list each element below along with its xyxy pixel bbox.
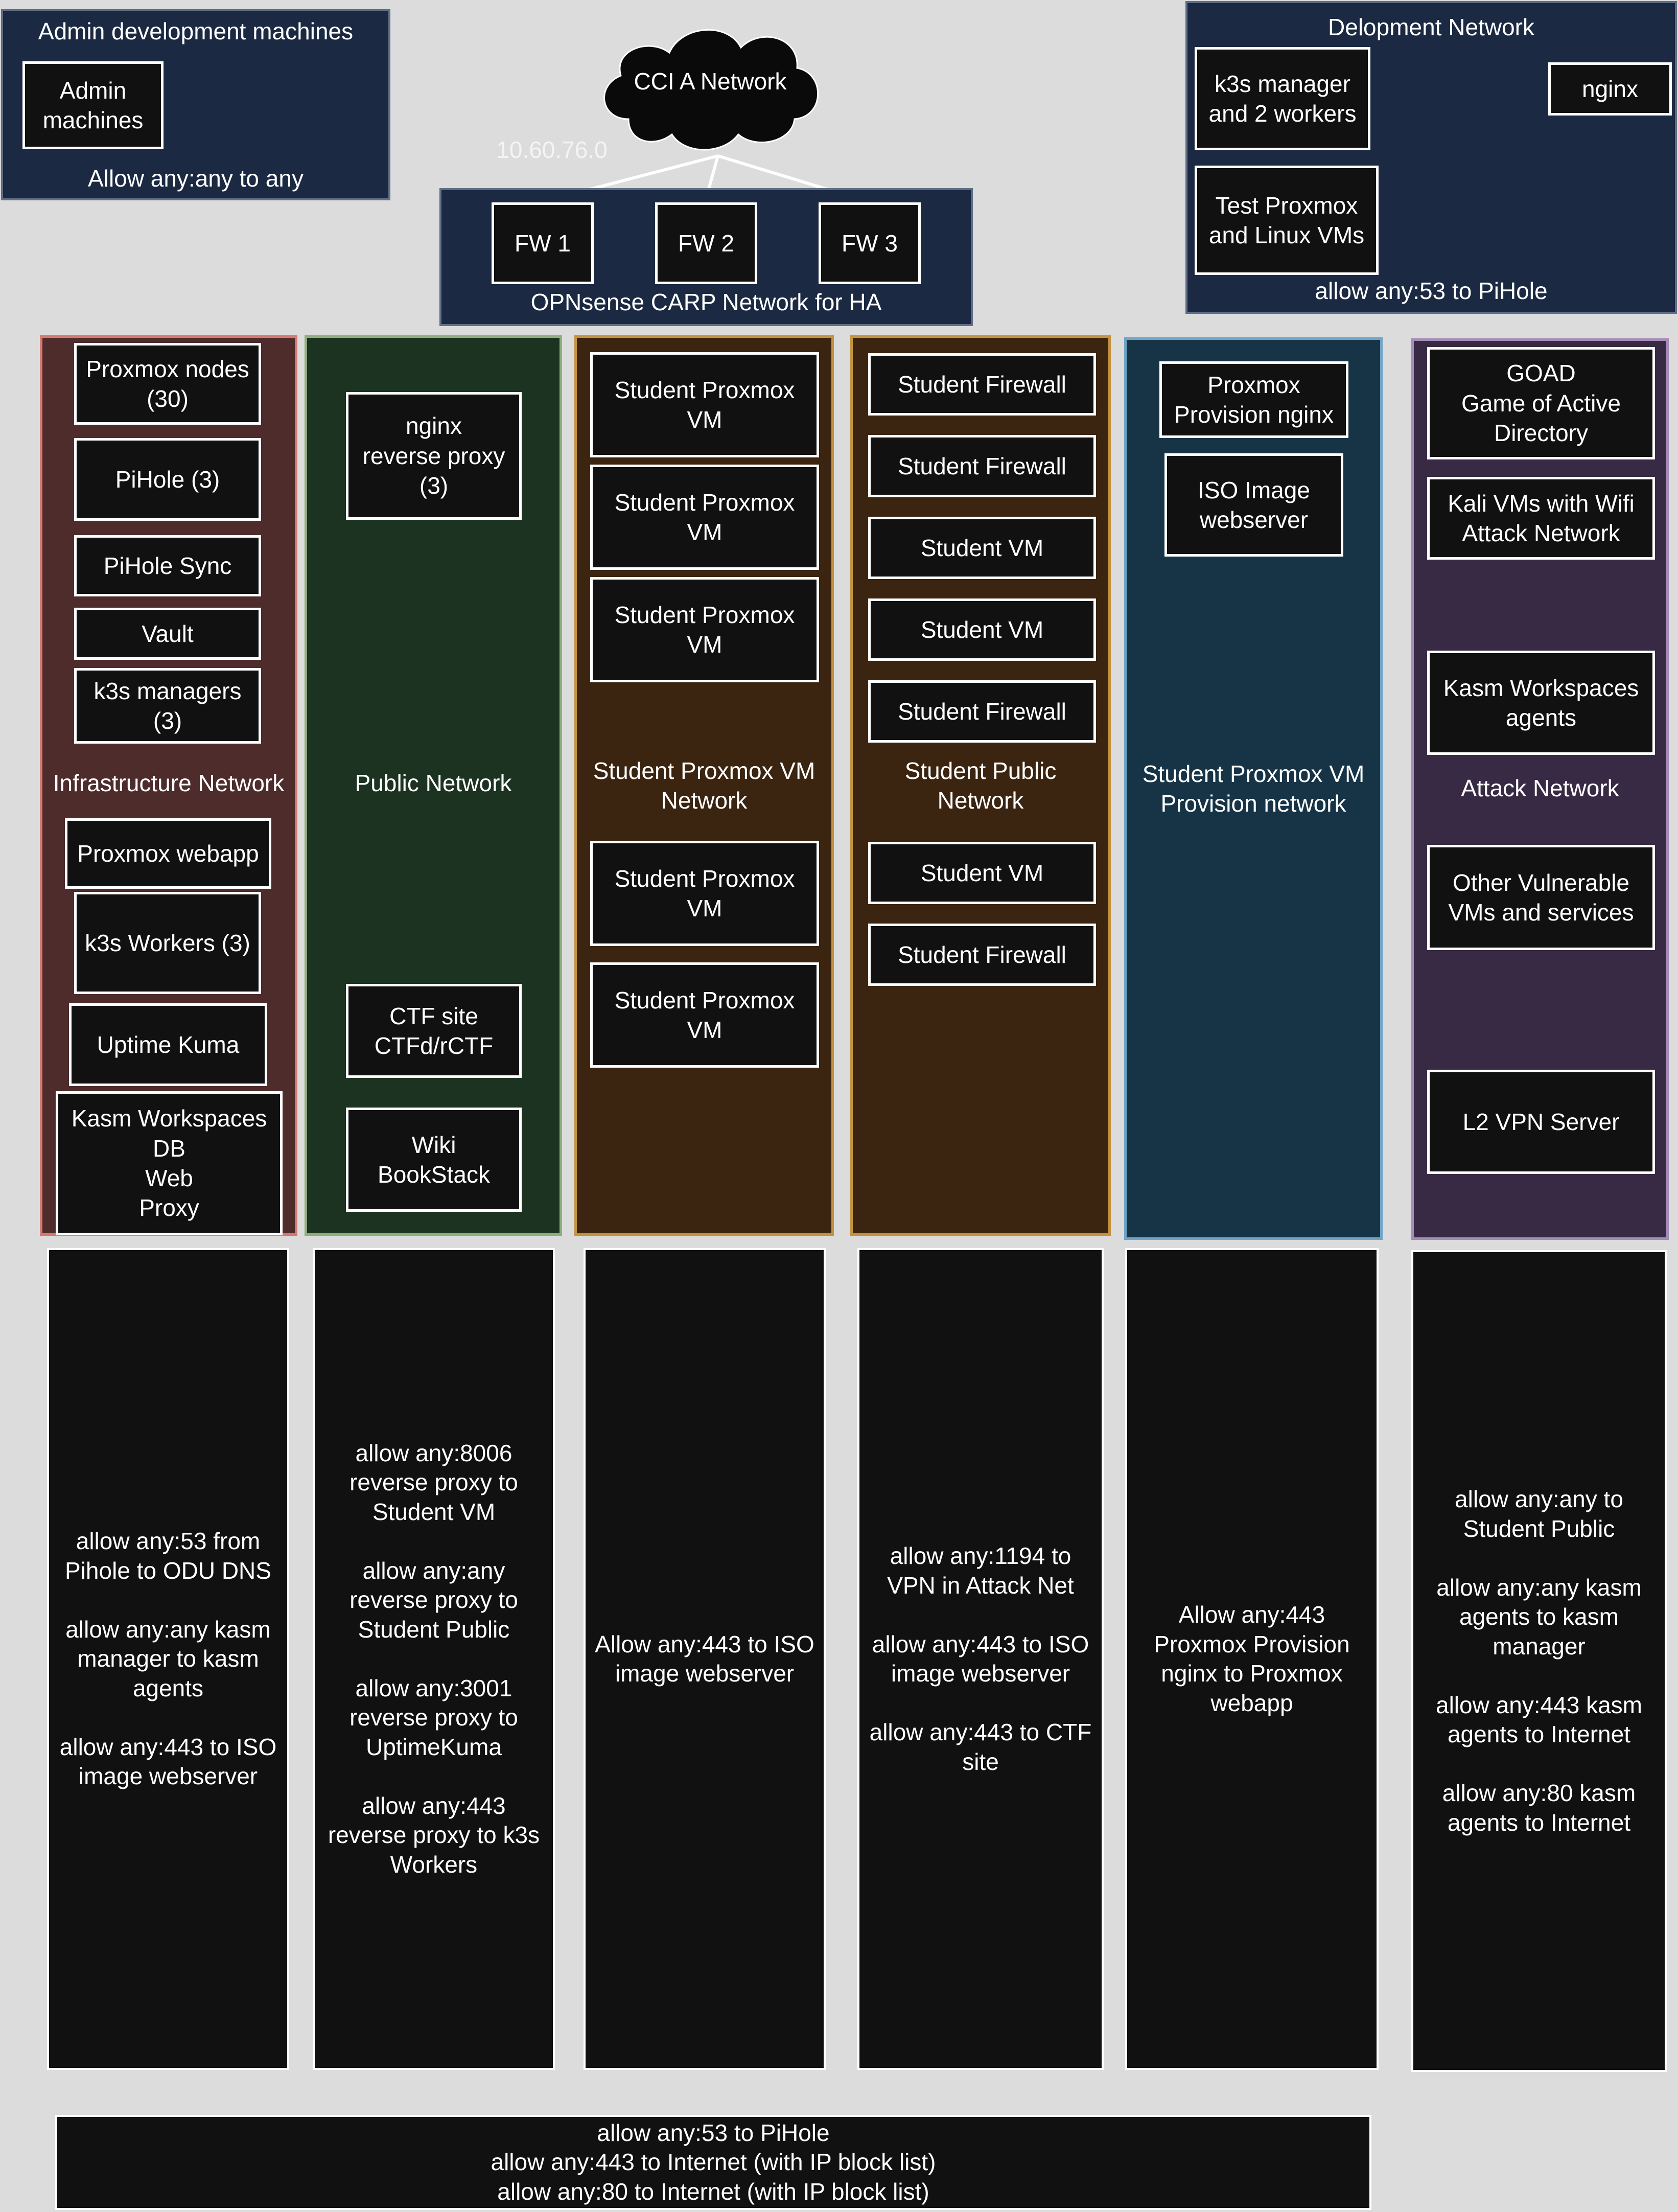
infra-pihole[interactable]: PiHole (3) xyxy=(74,438,261,521)
fw1-box[interactable]: FW 1 xyxy=(492,202,594,284)
public-network-panel: nginx reverse proxy (3) Public Network C… xyxy=(305,335,562,1236)
iso-image-webserver[interactable]: ISO Image webserver xyxy=(1164,453,1343,557)
public-network-label: Public Network xyxy=(355,770,512,796)
infra-network-panel: Proxmox nodes (30) PiHole (3) PiHole Syn… xyxy=(40,335,297,1236)
student-vm-rules: Allow any:443 to ISO image webserver xyxy=(584,1248,826,2070)
student-proxmox-vm-2[interactable]: Student Proxmox VM xyxy=(590,465,819,570)
global-rules: allow any:53 to PiHole allow any:443 to … xyxy=(55,2115,1371,2210)
fw3-box[interactable]: FW 3 xyxy=(819,202,921,284)
cloud-icon xyxy=(603,29,819,151)
public-ctf-site[interactable]: CTF site CTFd/rCTF xyxy=(346,984,522,1078)
attack-other-vulnerable-vms[interactable]: Other Vulnerable VMs and services xyxy=(1427,845,1655,950)
attack-goad[interactable]: GOAD Game of Active Directory xyxy=(1427,347,1655,459)
infra-vault[interactable]: Vault xyxy=(74,608,261,660)
public-nginx-proxy[interactable]: nginx reverse proxy (3) xyxy=(346,392,522,520)
provision-network-label: Student Proxmox VM Provision network xyxy=(1142,761,1365,817)
infra-kasm-workspaces[interactable]: Kasm Workspaces DB Web Proxy xyxy=(56,1091,283,1235)
dev-test-proxmox-box[interactable]: Test Proxmox and Linux VMs xyxy=(1195,166,1379,275)
admin-network-panel: Admin development machines Admin machine… xyxy=(1,9,390,200)
admin-machines-box[interactable]: Admin machines xyxy=(22,61,164,149)
infra-rules: allow any:53 from Pihole to ODU DNS allo… xyxy=(47,1248,289,2070)
student-public-network-panel: Student Firewall Student Firewall Studen… xyxy=(850,335,1111,1236)
dev-k3s-box[interactable]: k3s manager and 2 workers xyxy=(1195,47,1370,150)
dev-network-rule: allow any:53 to PiHole xyxy=(1315,278,1548,304)
student-vm-network-label: Student Proxmox VM Network xyxy=(593,757,815,814)
student-proxmox-vm-3[interactable]: Student Proxmox VM xyxy=(590,577,819,682)
carp-network-panel: FW 1 FW 2 FW 3 OPNsense CARP Network for… xyxy=(439,188,973,326)
admin-network-rule: Allow any:any to any xyxy=(88,165,304,192)
infra-k3s-managers[interactable]: k3s managers (3) xyxy=(74,668,261,744)
carp-network-label: OPNsense CARP Network for HA xyxy=(530,289,882,315)
student-public-firewall-2[interactable]: Student Firewall xyxy=(868,435,1096,497)
infra-proxmox-webapp[interactable]: Proxmox webapp xyxy=(65,818,271,889)
attack-kali-vms[interactable]: Kali VMs with Wifi Attack Network xyxy=(1427,477,1655,560)
student-proxmox-vm-4[interactable]: Student Proxmox VM xyxy=(590,841,819,946)
student-public-network-label: Student Public Network xyxy=(904,757,1057,814)
provision-network-panel: Proxmox Provision nginx ISO Image webser… xyxy=(1124,337,1383,1240)
provision-nginx[interactable]: Proxmox Provision nginx xyxy=(1159,361,1348,438)
student-vm-network-panel: Student Proxmox VM Student Proxmox VM St… xyxy=(574,335,834,1236)
infra-k3s-workers[interactable]: k3s Workers (3) xyxy=(74,892,261,994)
wan-ip-label: 10.60.76.0 xyxy=(496,136,608,163)
dev-network-panel: Delopment Network k3s manager and 2 work… xyxy=(1185,1,1677,314)
student-public-rules: allow any:1194 to VPN in Attack Net allo… xyxy=(857,1248,1104,2070)
student-public-firewall-4[interactable]: Student Firewall xyxy=(868,924,1096,986)
student-proxmox-vm-5[interactable]: Student Proxmox VM xyxy=(590,962,819,1068)
student-public-firewall-3[interactable]: Student Firewall xyxy=(868,680,1096,743)
infra-pihole-sync[interactable]: PiHole Sync xyxy=(74,535,261,596)
attack-l2-vpn-server[interactable]: L2 VPN Server xyxy=(1427,1070,1655,1174)
student-public-vm-3[interactable]: Student VM xyxy=(868,842,1096,904)
student-public-vm-2[interactable]: Student VM xyxy=(868,598,1096,661)
student-proxmox-vm-1[interactable]: Student Proxmox VM xyxy=(590,352,819,457)
infra-network-label: Infrastructure Network xyxy=(53,770,285,796)
cci-network-label: CCI A Network xyxy=(634,68,787,95)
dev-nginx-box[interactable]: nginx xyxy=(1548,62,1672,116)
student-public-vm-1[interactable]: Student VM xyxy=(868,517,1096,579)
admin-network-title: Admin development machines xyxy=(38,18,354,44)
attack-network-panel: GOAD Game of Active Directory Kali VMs w… xyxy=(1411,338,1669,1240)
infra-proxmox-nodes[interactable]: Proxmox nodes (30) xyxy=(74,343,261,425)
infra-uptime-kuma[interactable]: Uptime Kuma xyxy=(69,1003,267,1086)
attack-network-label: Attack Network xyxy=(1461,775,1619,801)
attack-rules: allow any:any to Student Public allow an… xyxy=(1411,1250,1667,2072)
dev-network-title: Delopment Network xyxy=(1328,14,1534,40)
provision-rules: Allow any:443 Proxmox Provision nginx to… xyxy=(1125,1248,1379,2070)
public-wiki[interactable]: Wiki BookStack xyxy=(346,1108,522,1212)
attack-kasm-agents[interactable]: Kasm Workspaces agents xyxy=(1427,651,1655,755)
public-rules: allow any:8006 reverse proxy to Student … xyxy=(313,1248,555,2070)
fw2-box[interactable]: FW 2 xyxy=(655,202,757,284)
student-public-firewall-1[interactable]: Student Firewall xyxy=(868,353,1096,416)
